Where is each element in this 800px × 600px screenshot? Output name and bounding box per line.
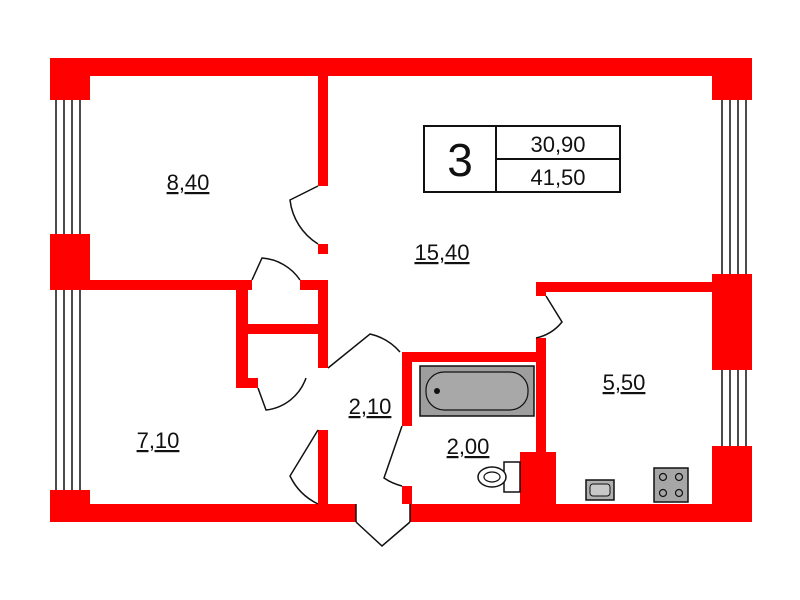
room-count: 3 bbox=[447, 134, 473, 186]
bathtub-icon bbox=[419, 365, 535, 417]
living-area: 30,90 bbox=[530, 132, 585, 157]
stove-icon bbox=[653, 467, 689, 503]
wall-pier bbox=[712, 58, 752, 100]
room-label-hall: 2,10 bbox=[349, 394, 392, 419]
wall-interior bbox=[318, 290, 328, 368]
room-label-top-left: 8,40 bbox=[167, 170, 210, 195]
window-icon bbox=[50, 100, 86, 234]
wall-interior bbox=[300, 280, 328, 290]
window-icon bbox=[50, 290, 86, 490]
wall-pier bbox=[712, 446, 752, 522]
door-swing-icon bbox=[289, 429, 319, 505]
doors bbox=[251, 185, 563, 548]
interior-walls bbox=[86, 76, 716, 504]
wall-interior bbox=[318, 76, 328, 186]
wall-bottom-right bbox=[410, 504, 752, 522]
summary-box: 3 30,90 41,50 bbox=[423, 125, 621, 193]
door-swing-icon bbox=[355, 504, 411, 548]
door-swing-icon bbox=[251, 257, 301, 281]
room-label-kitchen: 5,50 bbox=[603, 370, 646, 395]
wall-pier bbox=[50, 234, 90, 290]
room-label-bottom-left: 7,10 bbox=[137, 428, 180, 453]
sink-icon bbox=[585, 479, 615, 501]
wall-interior bbox=[236, 324, 328, 334]
window-icon bbox=[716, 370, 752, 446]
wall-interior bbox=[318, 244, 328, 254]
wall-interior bbox=[520, 452, 556, 504]
wall-interior bbox=[536, 282, 546, 296]
wall-interior bbox=[402, 352, 412, 426]
wall-interior bbox=[236, 378, 258, 388]
door-swing-icon bbox=[257, 377, 307, 411]
wall-interior bbox=[402, 352, 542, 362]
wall-pier bbox=[712, 274, 752, 370]
wall-interior bbox=[536, 282, 716, 292]
wall-interior bbox=[536, 338, 546, 504]
door-swing-icon bbox=[383, 425, 403, 487]
wall-bottom-left bbox=[50, 504, 356, 522]
toilet-icon bbox=[477, 461, 521, 493]
door-swing-icon bbox=[535, 295, 563, 339]
windows bbox=[50, 100, 752, 490]
wall-pier bbox=[50, 490, 90, 522]
window-icon bbox=[716, 100, 752, 274]
wall-pier bbox=[50, 58, 90, 100]
door-swing-icon bbox=[327, 333, 401, 369]
total-area: 41,50 bbox=[530, 165, 585, 190]
wall-interior bbox=[402, 486, 412, 504]
wall-interior bbox=[86, 280, 252, 290]
room-label-bathroom: 2,00 bbox=[447, 434, 490, 459]
door-swing-icon bbox=[289, 185, 319, 245]
wall-interior bbox=[318, 430, 328, 504]
room-label-living: 15,40 bbox=[414, 240, 469, 265]
wall-top bbox=[50, 58, 752, 76]
